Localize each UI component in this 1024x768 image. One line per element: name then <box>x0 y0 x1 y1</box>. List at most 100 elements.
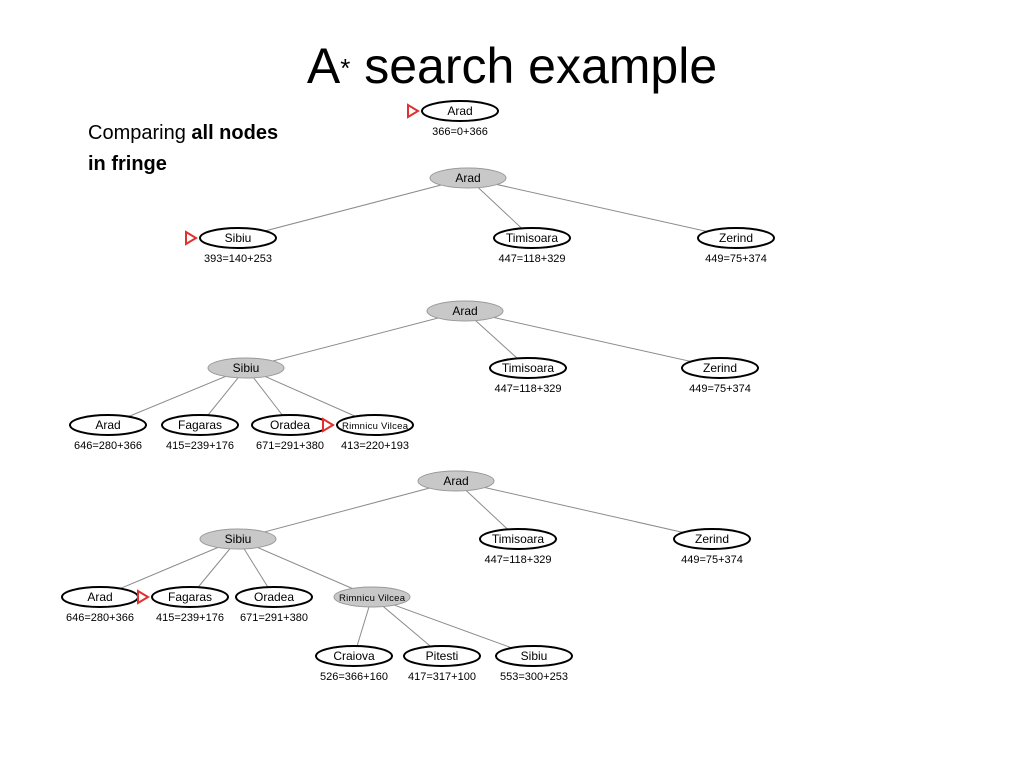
selection-marker-icon <box>137 589 150 605</box>
node-ellipse <box>161 414 239 436</box>
tree-node-zerind: Zerind 449=75+374 <box>673 528 751 566</box>
node-f-value: 393=140+253 <box>204 253 272 265</box>
node-name: Oradea <box>254 590 294 604</box>
tree-edge <box>455 480 713 540</box>
node-name: Sibiu <box>225 231 252 245</box>
tree-node-arad: Arad <box>426 300 504 322</box>
node-f-value: 526=366+160 <box>320 671 388 683</box>
node-f-value: 449=75+374 <box>705 253 767 265</box>
tree-node-sibiu: Sibiu 553=300+253 <box>495 645 573 683</box>
node-name: Fagaras <box>178 418 222 432</box>
node-name: Timisoara <box>492 532 545 546</box>
node-f-value: 646=280+366 <box>74 440 142 452</box>
node-ellipse <box>69 414 147 436</box>
node-f-value: 413=220+193 <box>341 440 409 452</box>
title-rest: search example <box>350 38 718 94</box>
tree-edge <box>467 177 737 239</box>
tree-edge <box>107 367 247 426</box>
node-f-value: 449=75+374 <box>689 383 751 395</box>
node-name: Arad <box>455 171 480 185</box>
tree-node-sibiu: Sibiu <box>199 528 277 550</box>
node-ellipse <box>489 357 567 379</box>
tree-node-timisoara: Timisoara 447=118+329 <box>489 357 567 395</box>
node-ellipse <box>479 528 557 550</box>
caption-plain: Comparing <box>88 122 192 144</box>
node-name: Timisoara <box>506 231 559 245</box>
tree-node-rimnicu-vilcea: Rimnicu Vilcea 413=220+193 <box>322 414 414 452</box>
node-ellipse <box>493 227 571 249</box>
tree-edge <box>245 310 466 369</box>
tree-node-arad: Arad 646=280+366 <box>61 586 139 624</box>
node-ellipse <box>495 645 573 667</box>
node-ellipse <box>207 357 285 379</box>
node-name: Oradea <box>270 418 310 432</box>
node-name: Arad <box>447 104 472 118</box>
tree-step-1: Arad 366=0+366 <box>407 100 499 138</box>
node-name: Sibiu <box>225 532 252 546</box>
node-f-value: 671=291+380 <box>256 440 324 452</box>
selection-marker-icon <box>185 230 198 246</box>
node-ellipse <box>673 528 751 550</box>
tree-node-arad: Arad <box>429 167 507 189</box>
tree-edge <box>99 538 239 598</box>
node-ellipse <box>315 645 393 667</box>
node-ellipse <box>151 586 229 608</box>
node-f-value: 415=239+176 <box>166 440 234 452</box>
node-ellipse <box>333 586 411 608</box>
tree-edge <box>245 367 376 426</box>
tree-node-oradea: Oradea 671=291+380 <box>235 586 313 624</box>
node-name: Rimnicu Vilcea <box>342 421 409 432</box>
node-name: Zerind <box>695 532 729 546</box>
tree-node-zerind: Zerind 449=75+374 <box>681 357 759 395</box>
node-name: Fagaras <box>168 590 212 604</box>
node-ellipse <box>417 470 495 492</box>
tree-node-arad: Arad 646=280+366 <box>69 414 147 452</box>
node-name: Sibiu <box>233 361 260 375</box>
node-f-value: 417=317+100 <box>408 671 476 683</box>
node-name: Arad <box>87 590 112 604</box>
tree-node-sibiu: Sibiu 393=140+253 <box>185 227 277 265</box>
selection-marker-icon <box>407 103 420 119</box>
node-ellipse <box>429 167 507 189</box>
selection-marker-icon <box>322 417 335 433</box>
node-name: Zerind <box>703 361 737 375</box>
tree-node-arad: Arad 366=0+366 <box>407 100 499 138</box>
node-f-value: 447=118+329 <box>498 253 565 265</box>
tree-node-arad: Arad <box>417 470 495 492</box>
tree-node-timisoara: Timisoara 447=118+329 <box>493 227 571 265</box>
node-name: Sibiu <box>521 649 548 663</box>
tree-node-oradea: Oradea 671=291+380 <box>251 414 329 452</box>
node-ellipse <box>403 645 481 667</box>
node-f-value: 366=0+366 <box>432 126 488 138</box>
tree-node-rimnicu-vilcea: Rimnicu Vilcea <box>333 586 411 608</box>
node-ellipse <box>426 300 504 322</box>
node-f-value: 553=300+253 <box>500 671 568 683</box>
node-ellipse <box>681 357 759 379</box>
tree-edge <box>237 177 469 239</box>
node-ellipse <box>421 100 499 122</box>
node-ellipse <box>235 586 313 608</box>
node-name: Craiova <box>333 649 375 663</box>
node-name: Arad <box>443 474 468 488</box>
node-ellipse <box>199 528 277 550</box>
node-f-value: 447=118+329 <box>494 383 561 395</box>
tree-node-craiova: Craiova 526=366+160 <box>315 645 393 683</box>
tree-node-fagaras: Fagaras 415=239+176 <box>161 414 239 452</box>
node-f-value: 646=280+366 <box>66 612 134 624</box>
node-f-value: 449=75+374 <box>681 554 743 566</box>
node-name: Timisoara <box>502 361 555 375</box>
node-f-value: 671=291+380 <box>240 612 308 624</box>
tree-edge <box>237 480 457 540</box>
node-name: Arad <box>95 418 120 432</box>
node-ellipse <box>199 227 277 249</box>
node-ellipse <box>697 227 775 249</box>
tree-edge <box>237 538 373 598</box>
title-superscript: * <box>340 53 351 83</box>
tree-edge <box>371 596 535 657</box>
